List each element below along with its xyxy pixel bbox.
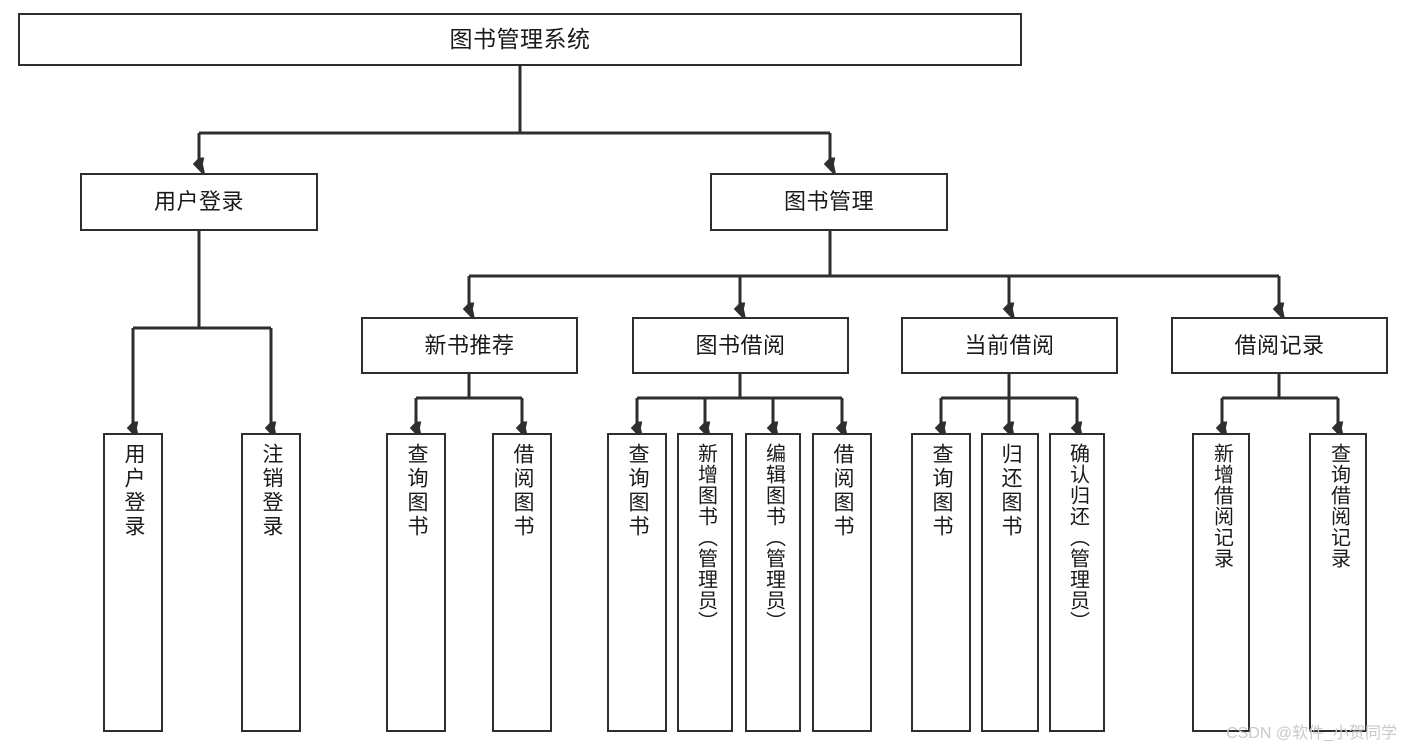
leaf-borrow-book[interactable]: 借阅图书 — [812, 433, 872, 732]
node-label: 新增图书（管理员） — [694, 443, 717, 632]
node-label: 用户登录 — [153, 189, 244, 215]
node-borrow-record[interactable]: 借阅记录 — [1171, 317, 1388, 374]
node-label: 查询图书 — [405, 443, 429, 539]
leaf-logout-login[interactable]: 注销登录 — [241, 433, 301, 732]
node-label: 编辑图书（管理员） — [762, 443, 785, 632]
leaf-borrow-book-recommend[interactable]: 借阅图书 — [492, 433, 552, 732]
node-current-borrow[interactable]: 当前借阅 — [901, 317, 1118, 374]
leaf-edit-book[interactable]: 编辑图书（管理员） — [745, 433, 801, 732]
node-label: 确认归还（管理员） — [1066, 443, 1089, 632]
node-label: 图书管理 — [783, 189, 874, 215]
leaf-return-book[interactable]: 归还图书 — [981, 433, 1039, 732]
node-label: 借阅记录 — [1234, 332, 1325, 358]
node-book-borrow[interactable]: 图书借阅 — [632, 317, 849, 374]
node-label: 用户登录 — [122, 443, 146, 539]
leaf-query-book-recommend[interactable]: 查询图书 — [386, 433, 446, 732]
node-label: 新书推荐 — [424, 332, 515, 358]
node-new-book-recommend[interactable]: 新书推荐 — [361, 317, 578, 374]
csdn-watermark: CSDN @软件_小贺同学 — [1226, 725, 1397, 742]
leaf-query-book-current[interactable]: 查询图书 — [911, 433, 971, 732]
node-label: 图书借阅 — [695, 332, 786, 358]
node-label: 图书管理系统 — [449, 25, 591, 52]
node-label: 查询借阅记录 — [1327, 443, 1350, 569]
node-label: 借阅图书 — [831, 443, 855, 539]
node-user-login[interactable]: 用户登录 — [80, 173, 318, 231]
leaf-query-borrow-record[interactable]: 查询借阅记录 — [1309, 433, 1367, 732]
node-label: 归还图书 — [999, 443, 1023, 539]
leaf-confirm-return[interactable]: 确认归还（管理员） — [1049, 433, 1105, 732]
node-label: 查询图书 — [626, 443, 650, 539]
node-label: 注销登录 — [260, 443, 284, 539]
node-root-system[interactable]: 图书管理系统 — [18, 13, 1022, 66]
node-label: 新增借阅记录 — [1210, 443, 1233, 569]
node-book-management[interactable]: 图书管理 — [710, 173, 948, 231]
leaf-add-borrow-record[interactable]: 新增借阅记录 — [1192, 433, 1250, 732]
node-label: 查询图书 — [930, 443, 954, 539]
leaf-add-book[interactable]: 新增图书（管理员） — [677, 433, 733, 732]
leaf-query-book-borrow[interactable]: 查询图书 — [607, 433, 667, 732]
leaf-user-login[interactable]: 用户登录 — [103, 433, 163, 732]
node-label: 借阅图书 — [511, 443, 535, 539]
node-label: 当前借阅 — [964, 332, 1055, 358]
